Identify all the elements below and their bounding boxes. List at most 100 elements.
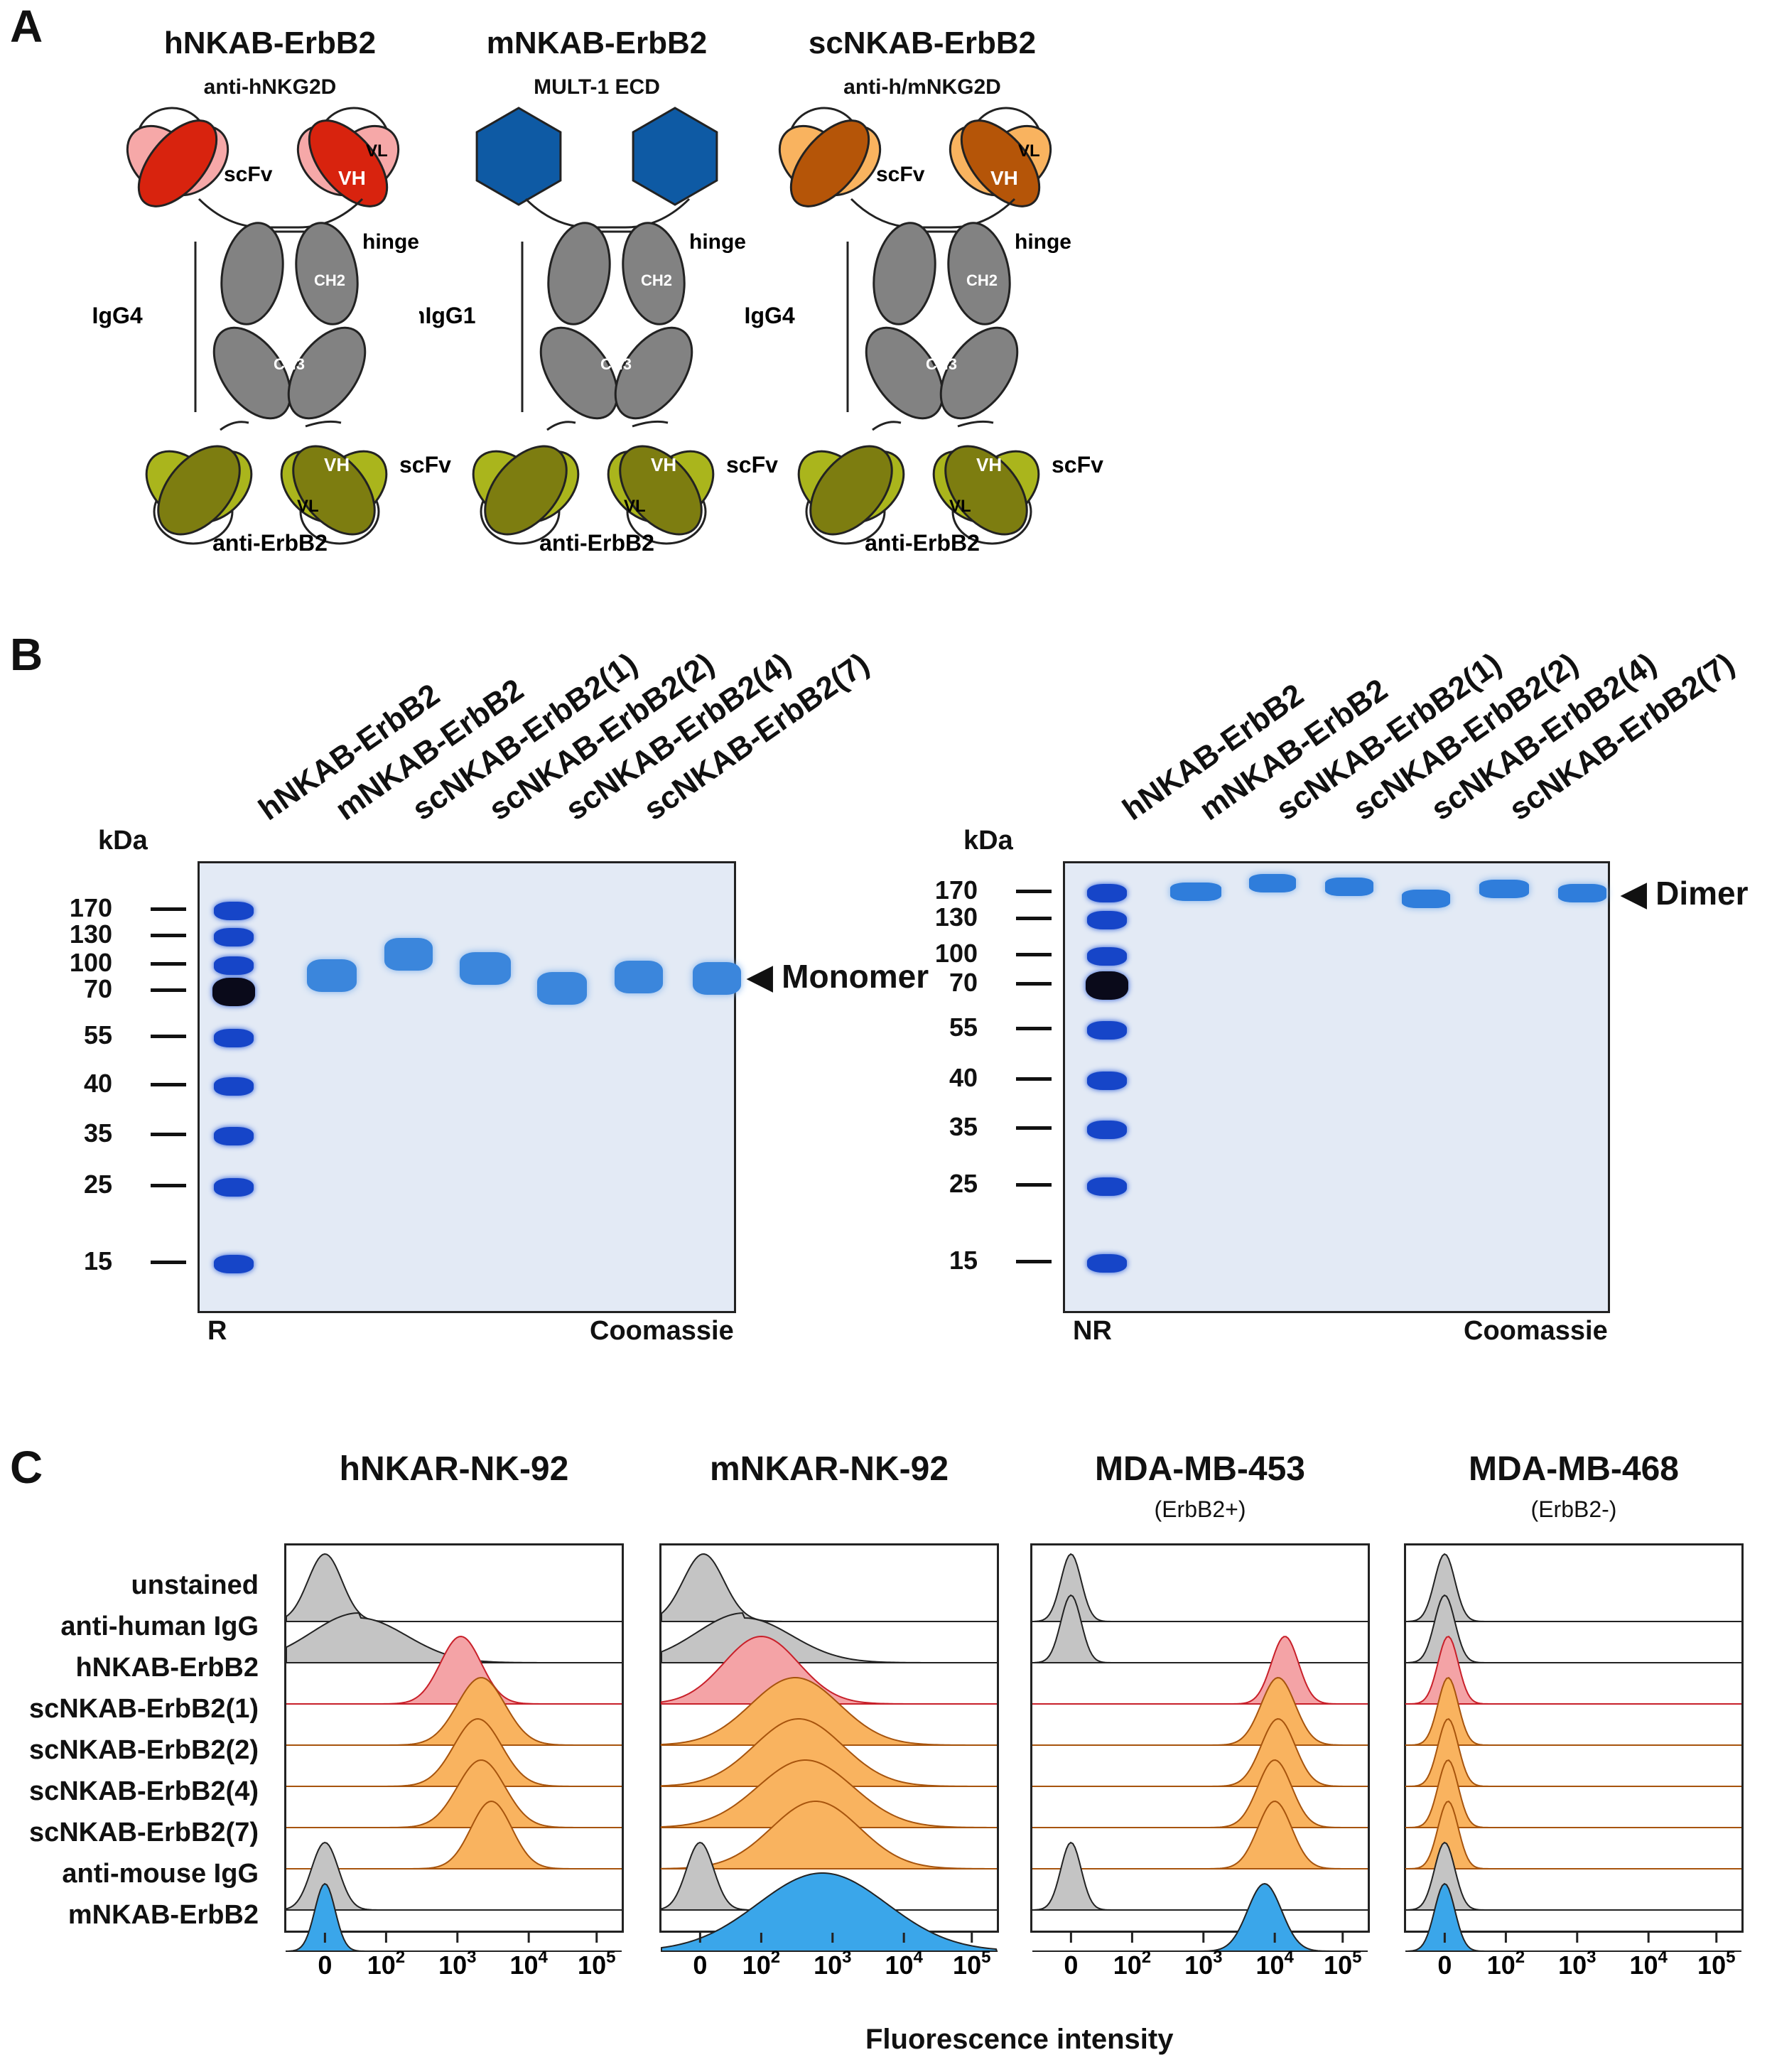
scfv-bottom-domain xyxy=(280,445,388,545)
isotype-label: hIgG4 xyxy=(745,303,795,328)
ch3-label: CH3 xyxy=(600,355,632,373)
ch2-label: CH2 xyxy=(966,271,998,289)
top-scfv-label: scFv xyxy=(876,163,925,186)
x-tick-label: 103 xyxy=(814,1948,851,1980)
x-tick-label: 102 xyxy=(742,1948,780,1980)
mw-marker-label: 15 xyxy=(83,1246,112,1275)
mw-tick xyxy=(1016,1126,1052,1130)
mw-marker-label: 40 xyxy=(83,1069,112,1098)
bottom-scfv-label: scFv xyxy=(399,452,451,477)
histogram-row-label: scNKAB-ErbB2(4) xyxy=(28,1776,259,1806)
sample-band xyxy=(460,952,511,985)
gel-image xyxy=(198,861,741,1313)
bottom-scfv-label: scFv xyxy=(726,452,778,477)
ladder-band xyxy=(214,1029,254,1047)
histogram-panel-title: mNKAR-NK-92 xyxy=(709,1450,949,1488)
histogram-trace xyxy=(1032,1841,1368,1911)
mw-tick xyxy=(1016,1027,1052,1030)
mw-tick xyxy=(1016,1183,1052,1187)
ch3-label: CH3 xyxy=(926,355,957,373)
mw-marker-label: 25 xyxy=(83,1170,112,1199)
x-tick-label: 104 xyxy=(1255,1948,1294,1980)
mw-tick xyxy=(151,1083,186,1086)
ch2-label: CH2 xyxy=(641,271,672,289)
hinge-label: hinge xyxy=(689,230,746,254)
sample-band xyxy=(1479,880,1529,898)
x-tick-label: 104 xyxy=(509,1948,548,1980)
bottom-target-label: anti-ErbB2 xyxy=(865,530,980,556)
ch2-label: CH2 xyxy=(314,271,345,289)
ch2-domain xyxy=(295,222,359,325)
isotype-label: hIgG4 xyxy=(92,303,143,328)
histogram-row-label: mNKAB-ErbB2 xyxy=(67,1900,259,1930)
sample-band xyxy=(307,959,357,992)
mw-tick xyxy=(151,934,186,937)
top-domain-label: anti-hNKG2D xyxy=(203,75,337,99)
kda-label: kDa xyxy=(963,826,1013,856)
histogram-trace xyxy=(661,1553,997,1622)
sample-band xyxy=(1249,874,1296,892)
bottom-vl-label: VL xyxy=(949,497,971,516)
histogram-trace xyxy=(1405,1882,1741,1952)
sample-band xyxy=(1402,890,1450,908)
gel-condition-label: NR xyxy=(1073,1316,1112,1346)
panel-a-label: A xyxy=(10,1,43,52)
gel-image xyxy=(1063,861,1610,1313)
histogram-panel-title: MDA-MB-453 xyxy=(1094,1450,1305,1488)
gel-stain-label: Coomassie xyxy=(590,1316,734,1346)
mw-tick xyxy=(1016,890,1052,893)
ladder-band xyxy=(1087,1254,1127,1273)
histogram-panel-title: hNKAR-NK-92 xyxy=(339,1450,569,1488)
ladder-band xyxy=(214,1077,254,1096)
scfv-bottom-domain xyxy=(607,445,715,545)
bottom-vl-label: VL xyxy=(624,497,646,516)
x-tick-label: 0 xyxy=(1437,1950,1452,1980)
mw-tick xyxy=(151,1261,186,1264)
sample-band xyxy=(537,972,587,1005)
scfv-top-domain xyxy=(778,107,882,207)
ch3-domain xyxy=(287,326,367,420)
x-tick-label: 102 xyxy=(1113,1948,1151,1980)
ladder-band xyxy=(214,956,254,975)
mw-tick xyxy=(151,1133,186,1136)
mult1-ecd-domain xyxy=(632,107,718,206)
sample-band xyxy=(1325,878,1373,896)
mw-marker-label: 170 xyxy=(934,875,978,905)
histogram-trace xyxy=(286,1553,622,1622)
x-tick-label: 0 xyxy=(318,1950,332,1980)
x-tick-label: 105 xyxy=(578,1948,615,1980)
sample-band xyxy=(1558,884,1606,902)
ladder-band xyxy=(214,1178,254,1197)
histogram-trace xyxy=(661,1872,998,1952)
mw-tick xyxy=(151,1035,186,1038)
mw-marker-label: 35 xyxy=(83,1118,112,1148)
vh-label: VH xyxy=(338,167,366,189)
x-tick-label: 104 xyxy=(1629,1948,1668,1980)
histogram-panel-title: MDA-MB-468 xyxy=(1468,1450,1679,1488)
mult1-ecd-domain xyxy=(475,107,562,206)
x-tick-label: 105 xyxy=(1697,1948,1735,1980)
scfv-top-domain xyxy=(126,107,229,207)
ch2-domain xyxy=(873,222,936,325)
ch3-domain xyxy=(212,326,292,420)
mw-tick xyxy=(1016,917,1052,920)
mw-marker-label: 35 xyxy=(949,1112,978,1141)
scfv-top-domain xyxy=(296,107,400,207)
ch3-domain xyxy=(939,326,1019,420)
vl-label: VL xyxy=(1018,141,1040,161)
ladder-band xyxy=(214,1127,254,1145)
histogram-row-label: scNKAB-ErbB2(7) xyxy=(28,1818,259,1847)
top-domain-label: anti-h/mNKG2D xyxy=(843,75,1001,99)
ladder-band xyxy=(212,978,255,1006)
x-tick-label: 102 xyxy=(367,1948,405,1980)
mw-marker-label: 100 xyxy=(69,948,112,977)
ch2-domain xyxy=(947,222,1011,325)
ladder-band xyxy=(1087,1177,1127,1196)
x-axis-label: Fluorescence intensity xyxy=(865,2024,1174,2055)
ladder-band xyxy=(214,928,254,946)
vh-label: VH xyxy=(990,167,1018,189)
histogram-trace xyxy=(286,1882,622,1952)
construct-title: scNKAB-ErbB2 xyxy=(808,26,1037,60)
mw-marker-label: 25 xyxy=(949,1169,978,1198)
